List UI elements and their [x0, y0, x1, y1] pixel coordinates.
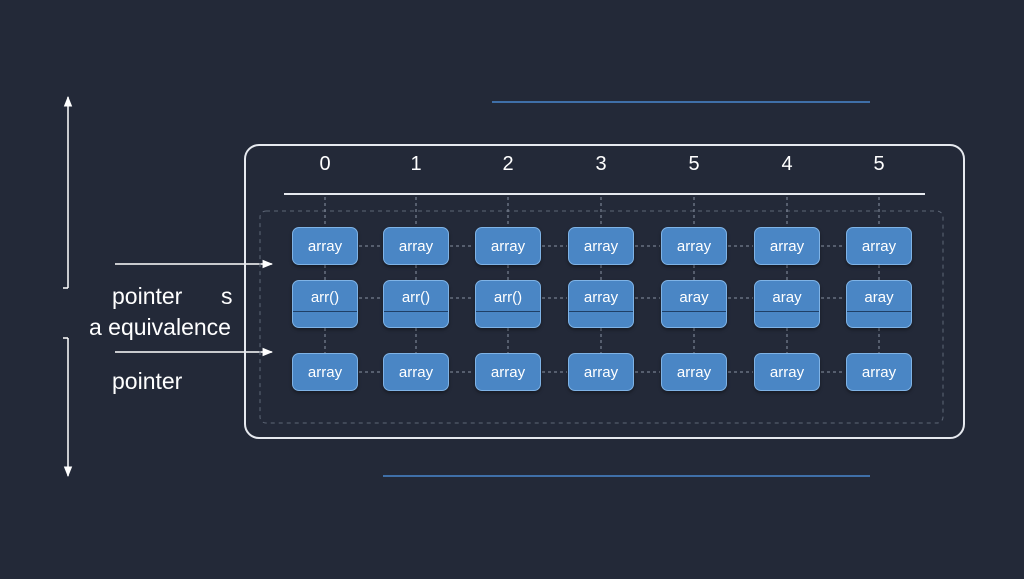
array-cell: array	[383, 353, 449, 391]
array-cell: arr()	[475, 280, 541, 328]
array-cell: aray	[754, 280, 820, 328]
array-cell: array	[846, 353, 912, 391]
array-frame	[244, 144, 965, 439]
array-cell: array	[568, 353, 634, 391]
array-cell: array	[568, 280, 634, 328]
pointer-label-suffix: s	[221, 283, 233, 309]
array-cell: array	[475, 227, 541, 265]
index-label: 2	[502, 153, 514, 175]
array-cell: arr()	[292, 280, 358, 328]
array-cell: aray	[846, 280, 912, 328]
array-cell: array	[568, 227, 634, 265]
index-label: 3	[595, 153, 607, 175]
index-label: 0	[319, 153, 331, 175]
cell-connectors	[324, 197, 880, 373]
array-cell: array	[754, 353, 820, 391]
index-label: 4	[781, 153, 793, 175]
pointer-label-top: pointer	[112, 283, 183, 309]
array-cell: array	[846, 227, 912, 265]
pointer-label-bottom: pointer	[112, 368, 183, 394]
equivalence-label: a equivalence	[89, 314, 231, 340]
array-cell: array	[661, 227, 727, 265]
array-cell: array	[475, 353, 541, 391]
array-cell: arr()	[383, 280, 449, 328]
array-cell: array	[754, 227, 820, 265]
index-label: 5	[688, 153, 700, 175]
array-cell: array	[292, 353, 358, 391]
inner-dashed-box	[259, 210, 944, 424]
array-cell: aray	[661, 280, 727, 328]
array-cell: array	[661, 353, 727, 391]
array-cell: array	[383, 227, 449, 265]
index-label: 5	[873, 153, 885, 175]
array-cell: array	[292, 227, 358, 265]
index-label: 1	[410, 153, 422, 175]
